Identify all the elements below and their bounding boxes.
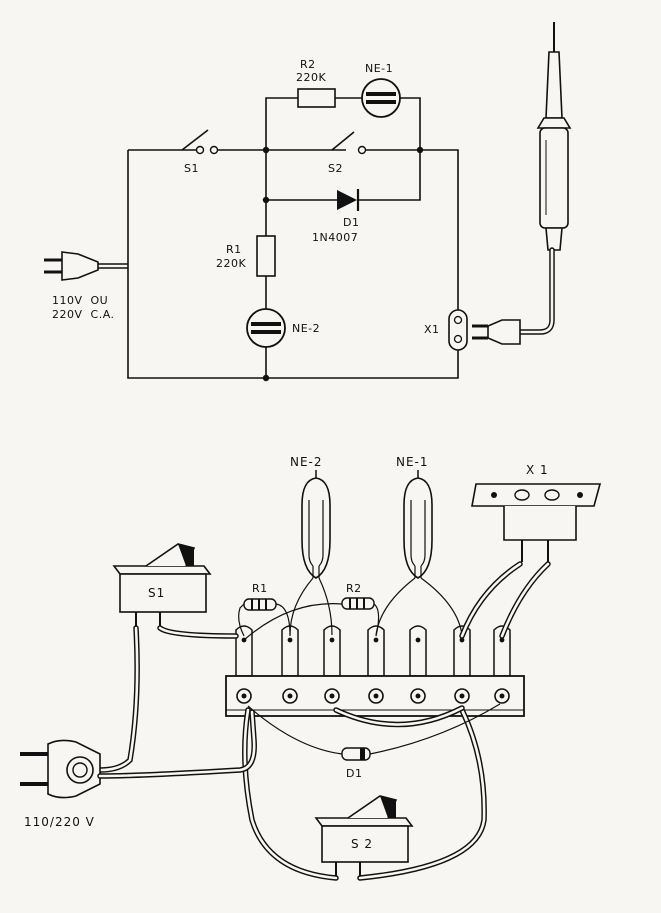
label-x1: X1 (424, 323, 440, 336)
neon-lamp-ne2-symbol (246, 308, 286, 348)
label-r1-value: 220K (216, 257, 246, 270)
mains-plug (20, 709, 257, 799)
switch-s1 (97, 543, 239, 773)
label-ne1: NE-1 (365, 62, 393, 75)
socket-x1 (459, 483, 602, 639)
soldering-iron-drawing (472, 22, 572, 345)
label-s1: S1 (184, 162, 199, 175)
socket-x1-symbol (448, 309, 468, 351)
switch-s2-symbol (331, 131, 367, 155)
label-bulb-ne1: NE-1 (396, 455, 429, 469)
mains-plug-symbol (44, 251, 128, 281)
neon-lamp-ne1-symbol (361, 78, 401, 118)
diode-d1 (247, 703, 501, 761)
label-d1-name: D1 (343, 216, 359, 229)
label-d1-value: 1N4007 (312, 231, 358, 244)
label-bulb-ne2: NE-2 (290, 455, 323, 469)
label-diode-d1: D1 (346, 767, 362, 780)
neon-bulb-ne1 (375, 470, 463, 636)
label-socket-x1: X 1 (526, 463, 549, 477)
label-supply-voltage: 110/220 V (24, 815, 95, 829)
label-supply-line1: 110V OU (52, 294, 108, 307)
label-s2: S2 (328, 162, 343, 175)
label-resistor-r2: R2 (346, 582, 362, 595)
resistor-r2 (243, 597, 380, 641)
wiring-diagram: NE-2 NE-1 X 1 S1 R1 R2 D1 S 2 110/220 V (20, 455, 602, 881)
terminal-lugs (235, 625, 511, 677)
diode-d1-symbol (337, 189, 360, 211)
terminal-strip (225, 675, 525, 717)
switch-s1-symbol (181, 129, 219, 155)
resistor-r1-symbol (256, 235, 276, 277)
label-ne2: NE-2 (292, 322, 320, 335)
label-supply-line2: 220V C.A. (52, 308, 115, 321)
neon-bulb-ne2 (289, 470, 333, 636)
label-resistor-r1: R1 (252, 582, 268, 595)
label-switch-s2: S 2 (351, 837, 373, 851)
schematic-diagram: R2 220K NE-1 S1 S2 D1 1N4007 R1 220K NE-… (44, 22, 572, 382)
switch-s2 (314, 795, 414, 878)
label-r1-name: R1 (226, 243, 242, 256)
label-r2-value: 220K (296, 71, 326, 84)
label-r2-name: R2 (300, 58, 316, 71)
junction-dots (262, 146, 424, 382)
label-switch-s1: S1 (148, 586, 165, 600)
resistor-r2-symbol (297, 88, 336, 108)
